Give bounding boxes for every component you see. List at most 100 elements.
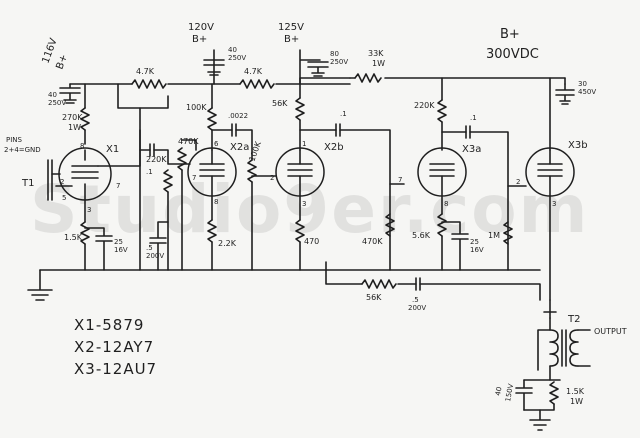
watermark-text: Studio9er.com bbox=[30, 171, 589, 248]
rail-300v-bplus: B+ bbox=[500, 27, 520, 42]
rail-125v-bplus: B+ bbox=[284, 34, 299, 45]
resistor-270k-label: 270K bbox=[62, 113, 83, 122]
resistor-100k-b-label: 100K bbox=[247, 140, 263, 163]
resistor-220k-b-label: 220K bbox=[414, 101, 435, 110]
resistor-100k-b bbox=[247, 159, 257, 183]
resistor-220k-a-label: 220K bbox=[146, 155, 167, 164]
resistor-270k-watt: 1W bbox=[68, 123, 81, 132]
filter-cap-40-b bbox=[203, 49, 225, 85]
stage-x1 bbox=[47, 83, 169, 271]
b-plus-rails bbox=[69, 73, 566, 151]
cap-40-out-volt: 150V bbox=[504, 383, 515, 402]
x2b-pin-plate: 1 bbox=[302, 140, 306, 148]
resistor-33k-watt: 1W bbox=[372, 59, 385, 68]
transformer-t1-label: T1 bbox=[21, 178, 34, 189]
cap-30-label: 30 bbox=[578, 80, 587, 88]
resistor-4-7k-a-label: 4.7K bbox=[136, 67, 155, 76]
cap-80-volt: 250V bbox=[330, 58, 348, 66]
x1-pin-7: 7 bbox=[116, 182, 120, 190]
ground-symbol bbox=[27, 269, 53, 301]
rail-300v-label: 300VDC bbox=[486, 47, 539, 62]
resistor-33k bbox=[354, 73, 382, 83]
tube-legend: X1-5879 X2-12AY7 X3-12AU7 bbox=[74, 316, 157, 378]
x1-pin-plate: 8 bbox=[80, 142, 84, 150]
resistor-100k-a-label: 100K bbox=[186, 103, 207, 112]
resistor-470k-c-label: 470K bbox=[362, 237, 383, 246]
filter-cap-80 bbox=[299, 49, 329, 85]
cap-05-fb-volt: 200V bbox=[408, 304, 426, 312]
rail-125v-label: 125V bbox=[278, 22, 304, 33]
tube-x3b-label: X3b bbox=[568, 140, 588, 151]
cap-05-a bbox=[149, 221, 169, 271]
x3b-pin-cathode: 3 bbox=[552, 200, 556, 208]
x2a-pin-grid: 7 bbox=[192, 174, 196, 182]
resistor-1m-label: 1M bbox=[488, 231, 500, 240]
resistor-5-6k-label: 5.6K bbox=[412, 231, 431, 240]
cap-40-b-label: 40 bbox=[228, 46, 237, 54]
resistor-56k-a-label: 56K bbox=[272, 99, 288, 108]
cap-05-a-label: .5 bbox=[146, 244, 153, 252]
x2a-pin-plate: 6 bbox=[214, 140, 219, 148]
cap-25-a-volt: 16V bbox=[114, 246, 128, 254]
cap-01-a-label: .1 bbox=[146, 168, 153, 176]
resistor-56k-a bbox=[295, 97, 305, 121]
cap-25-a bbox=[84, 227, 113, 271]
resistor-1-5k-output bbox=[549, 381, 559, 405]
cap-40-a-label: 40 bbox=[48, 91, 57, 99]
rail-116v-bplus: B+ bbox=[54, 53, 70, 71]
resistor-470 bbox=[295, 219, 305, 243]
cap-40-a-volt: 250V bbox=[48, 99, 66, 107]
resistor-470k-a-label: 470K bbox=[178, 137, 199, 146]
resistor-1-5k-out-watt: 1W bbox=[570, 397, 583, 406]
x3b-pin-grid: 2 bbox=[516, 178, 520, 186]
feedback-network bbox=[325, 261, 541, 301]
resistor-5-6k bbox=[437, 213, 447, 237]
ground-bus bbox=[27, 269, 541, 301]
resistor-220k-b bbox=[437, 99, 447, 123]
resistor-220k-a bbox=[163, 169, 173, 193]
cap-80-label: 80 bbox=[330, 50, 339, 58]
x1-pin-cathode: 3 bbox=[87, 206, 91, 214]
resistor-56k-fb-label: 56K bbox=[366, 293, 382, 302]
resistor-1m bbox=[503, 221, 513, 245]
resistor-2-2k bbox=[207, 219, 217, 243]
tube-x3a-label: X3a bbox=[462, 144, 481, 155]
resistor-470k-a bbox=[177, 147, 187, 171]
filter-cap-30 bbox=[555, 83, 575, 105]
resistor-4-7k-b-label: 4.7K bbox=[244, 67, 263, 76]
resistor-4-7k-a bbox=[131, 79, 167, 89]
legend-x1: X1-5879 bbox=[74, 316, 144, 334]
resistor-100k-a bbox=[207, 107, 217, 131]
cap-40-b-volt: 250V bbox=[228, 54, 246, 62]
cap-01-b-label: .1 bbox=[340, 110, 347, 118]
resistor-1-5k bbox=[80, 221, 90, 245]
x3a-pin-grid: 7 bbox=[398, 176, 402, 184]
resistor-4-7k-b bbox=[239, 79, 275, 89]
resistor-1-5k-label: 1.5K bbox=[64, 233, 83, 242]
legend-x3: X3-12AU7 bbox=[74, 360, 157, 378]
pins-gnd-note: 2+4=GND bbox=[4, 146, 41, 154]
tube-x2a-label: X2a bbox=[230, 142, 249, 153]
cap-30-volt: 450V bbox=[578, 88, 596, 96]
x2a-pin-cathode: 8 bbox=[214, 198, 218, 206]
cap-40-out-label: 40 bbox=[494, 386, 503, 396]
pins-note: PINS bbox=[6, 136, 23, 144]
filter-cap-40-a bbox=[59, 83, 81, 104]
x1-pin-5: 5 bbox=[62, 194, 66, 202]
cap-25-b bbox=[441, 221, 469, 271]
rail-120v-bplus: B+ bbox=[192, 34, 207, 45]
cap-40-output bbox=[515, 379, 533, 411]
cap-25-b-label: 25 bbox=[470, 238, 479, 246]
resistor-270k bbox=[80, 107, 90, 131]
resistor-56k-feedback bbox=[361, 279, 397, 289]
output-label: OUTPUT bbox=[594, 327, 627, 336]
legend-x2: X2-12AY7 bbox=[74, 338, 154, 356]
tube-x2b-label: X2b bbox=[324, 142, 344, 153]
x1-pin-2: 2 bbox=[60, 178, 64, 186]
resistor-470-label: 470 bbox=[304, 237, 319, 246]
resistor-1-5k-out-label: 1.5K bbox=[566, 387, 585, 396]
stage-x3a bbox=[385, 77, 527, 271]
output-transformer-t2 bbox=[515, 299, 591, 431]
